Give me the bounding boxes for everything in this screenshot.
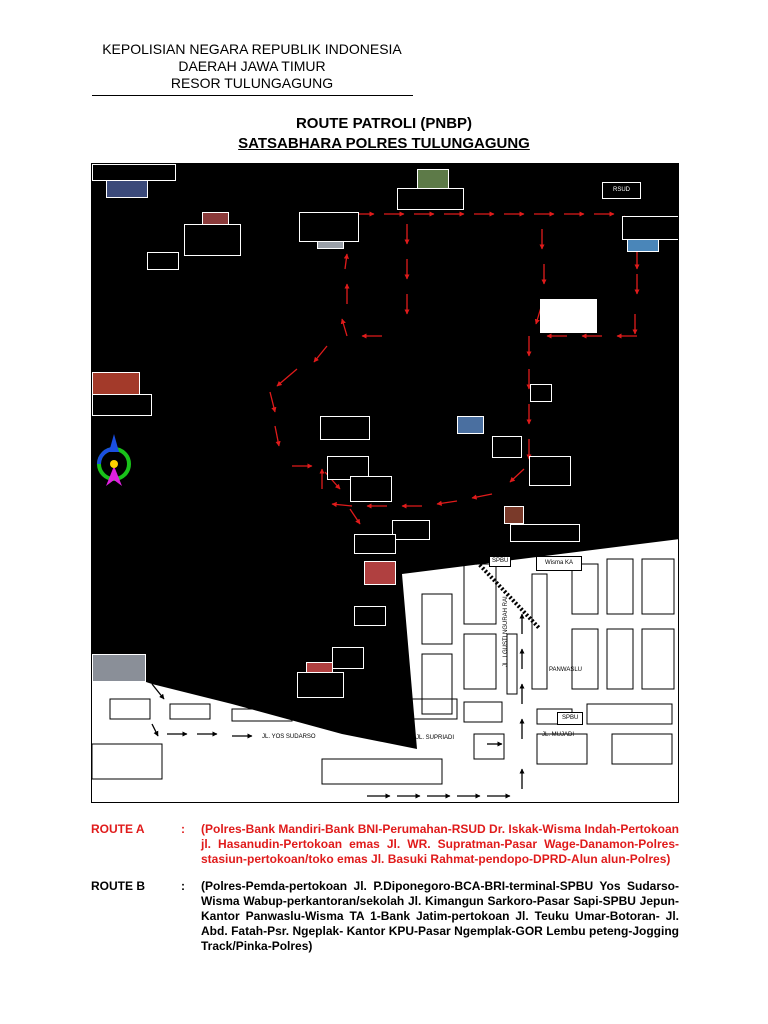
location-photo-station: [457, 416, 484, 434]
header-underline: [92, 95, 413, 96]
location-box: [510, 524, 580, 542]
location-box: [392, 520, 430, 540]
map-label-wisma-ka: Wisma KA: [536, 556, 583, 571]
route-b-name: ROUTE B: [91, 879, 145, 893]
map-label-panwaslu: PANWASLU: [549, 667, 583, 673]
map-label-jl-i-gusti: JL. I GUSTI NGURAH RAI: [503, 596, 509, 667]
map-label-jl-supriadi: JL. SUPRIADI: [416, 735, 455, 741]
location-box: [332, 647, 364, 669]
map-label-spbu-top: SPBU: [489, 556, 512, 567]
dark-map-area: [92, 164, 678, 749]
map-label-rsud: RSUD: [602, 182, 642, 199]
location-box: [299, 212, 359, 242]
route-a-text: (Polres-Bank Mandiri-Bank BNI-Perumahan-…: [201, 822, 679, 866]
location-box: [354, 534, 396, 554]
map-label-jl-mujadi: JL. MUJADI: [542, 732, 575, 738]
location-photo-terminal: [364, 561, 396, 585]
location-box: [147, 252, 179, 270]
location-box: [92, 164, 176, 181]
location-box: [354, 606, 386, 626]
document-header: KEPOLISIAN NEGARA REPUBLIK INDONESIA DAE…: [92, 41, 412, 92]
compass-icon: [97, 434, 131, 486]
route-b-arrows: [151, 613, 525, 799]
location-box: [397, 188, 464, 210]
railway-track: [475, 560, 542, 631]
route-a-name: ROUTE A: [91, 822, 145, 836]
route-descriptions: ROUTE A : (Polres-Bank Mandiri-Bank BNI-…: [91, 822, 679, 966]
location-box: [297, 672, 344, 698]
location-box: [92, 394, 152, 416]
header-line-1: KEPOLISIAN NEGARA REPUBLIK INDONESIA: [102, 41, 402, 57]
route-b: ROUTE B : (Polres-Pemda-pertokoan Jl. P.…: [91, 879, 679, 954]
map-label-jl-yos-sudarso: JL. YOS SUDARSO: [262, 734, 316, 740]
route-b-colon: :: [181, 879, 185, 893]
location-photo-mosque: [540, 299, 597, 333]
document-title: ROUTE PATROLI (PNBP): [295, 115, 473, 132]
location-box: [350, 476, 392, 502]
document-subtitle: SATSABHARA POLRES TULUNGAGUNG: [238, 135, 530, 152]
map-canvas: [92, 164, 678, 799]
location-box: [184, 224, 241, 256]
route-a: ROUTE A : (Polres-Bank Mandiri-Bank BNI-…: [91, 822, 679, 867]
route-a-colon: :: [181, 822, 185, 836]
route-b-text: (Polres-Pemda-pertokoan Jl. P.Diponegoro…: [201, 879, 679, 953]
location-photo-pendopo: [504, 506, 524, 524]
location-box: [529, 456, 571, 486]
location-box: [492, 436, 522, 458]
patrol-route-map: RSUD SPBU Wisma KA PANWASLU SPBU JL. I G…: [91, 163, 679, 803]
map-label-spbu-bottom: SPBU: [557, 712, 584, 725]
header-line-2: DAERAH JAWA TIMUR: [178, 58, 326, 74]
location-box: [622, 216, 678, 240]
header-line-3: RESOR TULUNGAGUNG: [170, 75, 334, 91]
location-box: [320, 416, 370, 440]
location-box: [530, 384, 552, 402]
location-photo-gor: [92, 654, 146, 682]
